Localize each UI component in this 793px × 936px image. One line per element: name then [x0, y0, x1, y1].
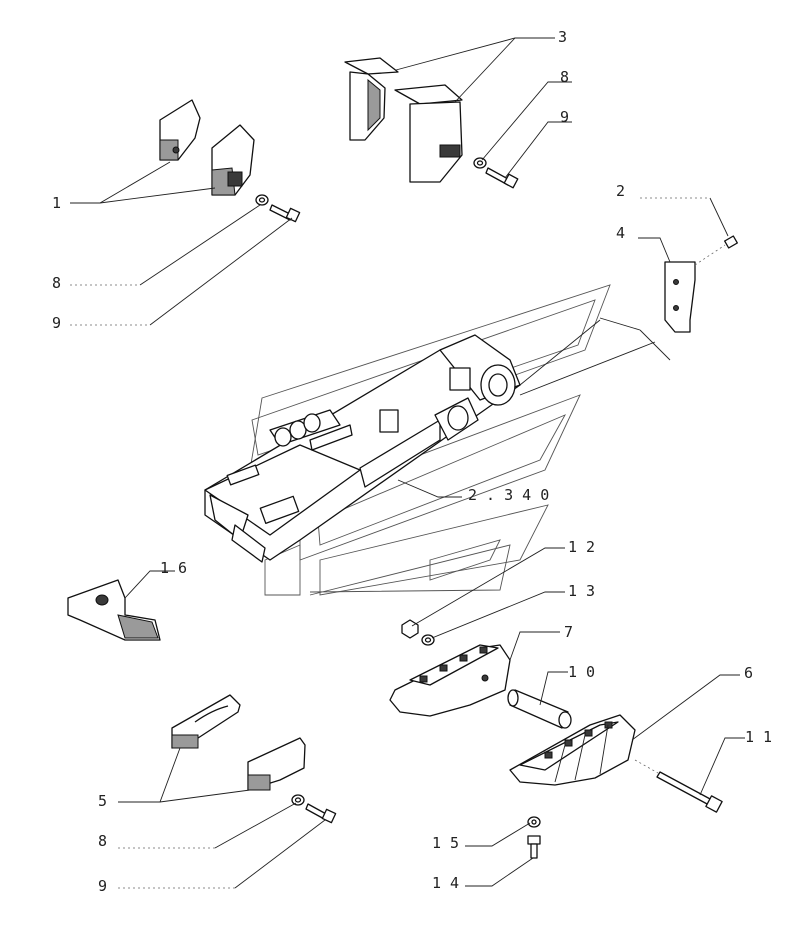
label-6: 6 — [744, 664, 753, 682]
label-8-left: 8 — [52, 274, 61, 292]
fastener-set-left — [255, 194, 301, 223]
part-4-side-plate — [664, 235, 738, 333]
part-10-pin — [507, 689, 572, 729]
label-14: 1 4 — [432, 874, 459, 892]
label-8-bottom: 8 — [98, 832, 107, 850]
part-6-track-frame — [509, 714, 636, 786]
part-1-wear-pads — [159, 99, 255, 196]
main-boom — [204, 334, 521, 563]
part-5-pads — [171, 694, 306, 791]
parts-12-13-nut-washer — [401, 619, 435, 646]
label-9-bottom: 9 — [98, 877, 107, 895]
label-ref-2-340: 2 . 3 4 0 — [468, 486, 549, 504]
label-9-top: 9 — [560, 108, 569, 126]
label-10: 1 0 — [568, 663, 595, 681]
label-16: 1 6 — [160, 559, 187, 577]
label-12: 1 2 — [568, 538, 595, 556]
label-15: 1 5 — [432, 834, 459, 852]
part-16-bracket — [67, 579, 161, 641]
label-11: 1 1 — [745, 728, 772, 746]
label-2: 2 — [616, 182, 625, 200]
label-7: 7 — [564, 623, 573, 641]
part-11-long-bolt — [634, 759, 723, 813]
parts-14-15-fasteners — [527, 816, 541, 859]
label-4: 4 — [616, 224, 625, 242]
part-7-roller-support — [389, 644, 511, 717]
callout-labels: 1 3 8 9 2 4 8 9 2 . 3 4 0 1 2 1 6 1 3 7 … — [52, 28, 772, 895]
label-13: 1 3 — [568, 582, 595, 600]
label-1: 1 — [52, 194, 61, 212]
label-8-top: 8 — [560, 68, 569, 86]
label-5: 5 — [98, 792, 107, 810]
part-3-slide-shoes — [344, 57, 463, 183]
leader-lines — [70, 37, 745, 889]
label-3: 3 — [558, 28, 567, 46]
fastener-set-bottom — [291, 794, 337, 824]
label-9-left: 9 — [52, 314, 61, 332]
fastener-set-top — [473, 157, 519, 189]
